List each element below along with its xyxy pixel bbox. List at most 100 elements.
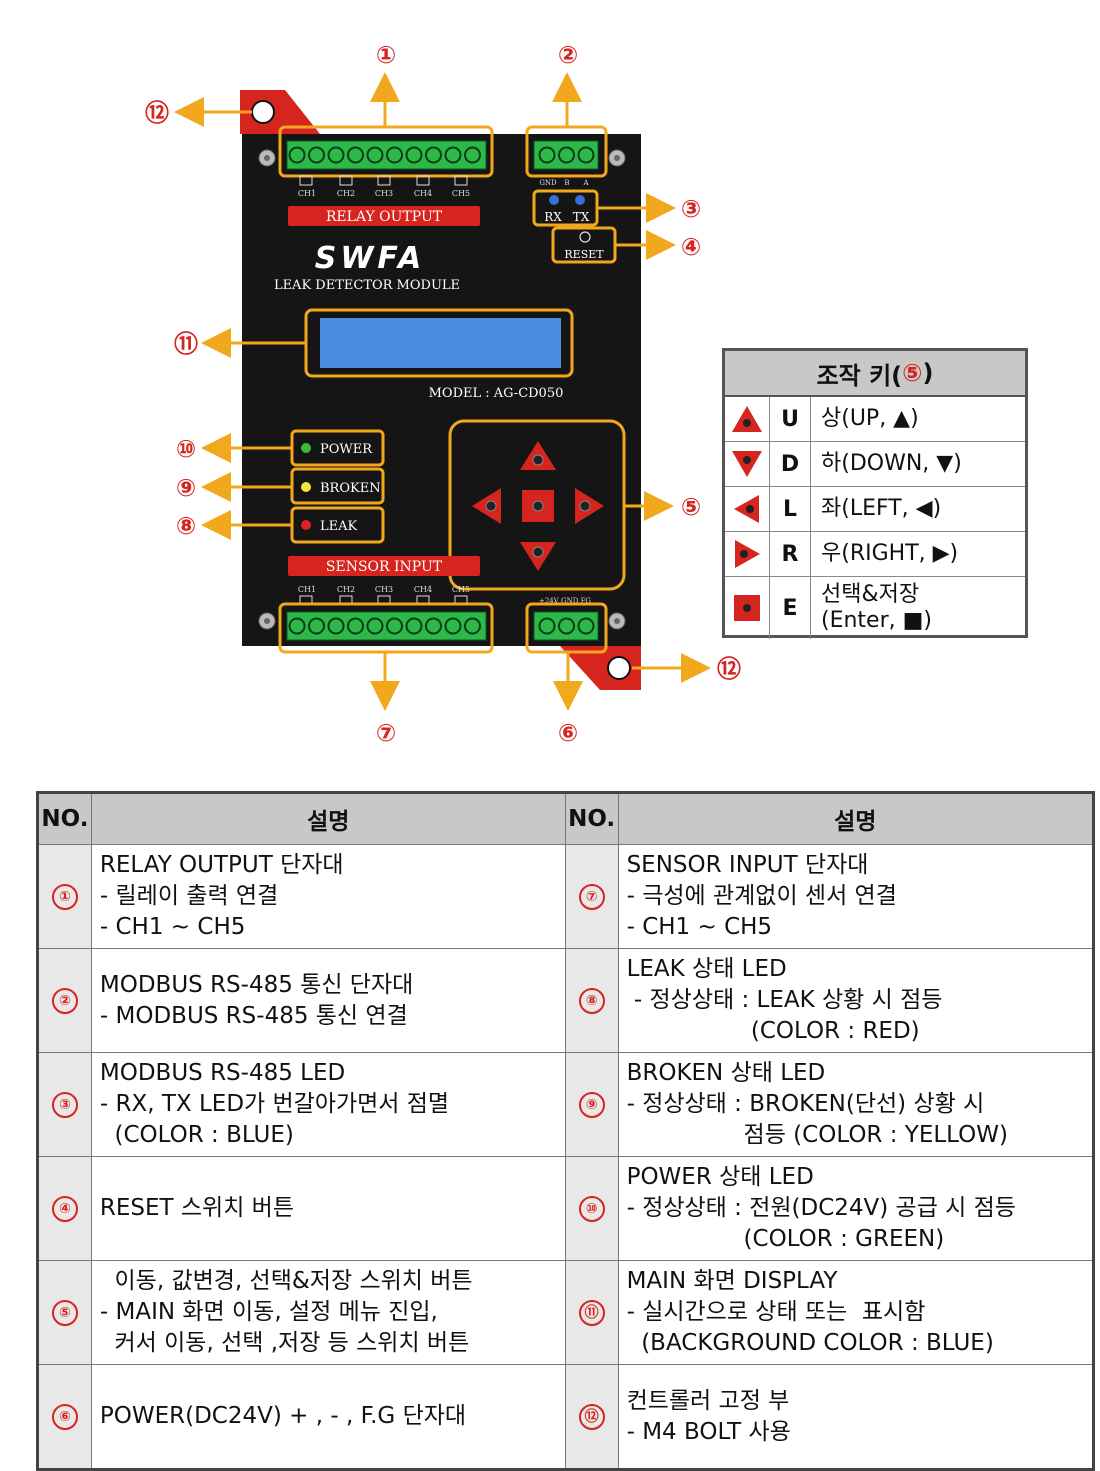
terminal-screw xyxy=(405,146,423,164)
tx-label: TX xyxy=(573,210,590,224)
callout-numbers: ① ② ③ ④ ⑤ ⑥ ⑦ ⑧ ⑨ ⑩ ⑪ ⑫ ⑫ xyxy=(145,41,741,747)
relay-ch-label: CH5 xyxy=(452,189,470,198)
control-keys-table: 조작 키(⑤) U 상(UP, ▲) D 하(DOWN, ▼) L 좌(LEFT… xyxy=(722,348,1028,639)
terminal-screw xyxy=(444,146,462,164)
screw-icon xyxy=(258,612,276,630)
table-header-row: NO. 설명 NO. 설명 xyxy=(37,792,1095,845)
relay-terminal-screws xyxy=(288,146,481,164)
sensor-ch-label: CH2 xyxy=(337,585,355,594)
row-number: ④ xyxy=(51,1195,78,1222)
brand-logo: SWFA xyxy=(315,241,426,276)
svg-text:A: A xyxy=(582,179,589,187)
callout-1: ① xyxy=(376,41,396,69)
leak-led xyxy=(301,520,311,530)
table-row: ⑥ POWER(DC24V) + , - , F.G 단자대 ⑫ 컨트롤러 고정… xyxy=(37,1364,1095,1470)
table-row: ④ RESET 스위치 버튼 ⑩ POWER 상태 LED - 정상상태 : 전… xyxy=(37,1156,1095,1261)
terminal-screw xyxy=(577,146,595,164)
terminal-screw xyxy=(538,146,556,164)
row-desc: POWER 상태 LED - 정상상태 : 전원(DC24V) 공급 시 점등 … xyxy=(617,1156,1095,1261)
sensor-ch-label: CH1 xyxy=(298,585,316,594)
mount-hole-top-left xyxy=(251,100,275,124)
callout-arrows xyxy=(174,72,711,711)
relay-output-label: RELAY OUTPUT xyxy=(326,209,443,225)
control-keys-title: 조작 키(⑤) xyxy=(725,351,1025,397)
relay-ch-label: CH2 xyxy=(337,189,355,198)
row-number: ③ xyxy=(51,1091,78,1118)
row-number: ⑤ xyxy=(51,1299,78,1326)
table-row: ② MODBUS RS-485 통신 단자대 - MODBUS RS-485 통… xyxy=(37,948,1095,1053)
comm-pin-labels: GND B A xyxy=(539,179,589,187)
callout-4: ④ xyxy=(681,233,701,261)
row-desc: 컨트롤러 고정 부 - M4 BOLT 사용 xyxy=(617,1364,1095,1470)
terminal-screw xyxy=(464,617,481,635)
sensor-input-label-bg xyxy=(288,556,480,576)
callout-12-bottom: ⑫ xyxy=(717,655,741,683)
relay-output-label-bg xyxy=(288,206,480,226)
callout-7: ⑦ xyxy=(376,719,396,747)
broken-led xyxy=(301,482,311,492)
callout-3: ③ xyxy=(681,195,701,223)
key-row-right: R 우(RIGHT, ▶) xyxy=(725,532,1025,577)
svg-text:GND: GND xyxy=(539,179,557,187)
terminal-screw xyxy=(366,146,384,164)
key-enter[interactable] xyxy=(522,490,554,522)
row-number: ⑪ xyxy=(578,1299,605,1326)
lcd-display xyxy=(320,318,561,368)
row-number: ⑧ xyxy=(578,987,605,1014)
terminal-screw xyxy=(386,146,403,164)
key-left[interactable] xyxy=(472,488,501,524)
svg-text:B: B xyxy=(564,179,569,187)
callout-11: ⑪ xyxy=(174,330,198,358)
terminal-screw xyxy=(347,146,364,164)
row-number: ⑨ xyxy=(578,1091,605,1118)
reset-button[interactable] xyxy=(579,231,591,243)
relay-channel-labels: CH1 CH2 CH3 CH4 CH5 xyxy=(298,175,470,198)
broken-led-label: BROKEN xyxy=(320,481,381,496)
key-row-up: U 상(UP, ▲) xyxy=(725,397,1025,442)
row-desc: SENSOR INPUT 단자대 - 극성에 관계없이 센서 연결 - CH1 … xyxy=(617,844,1095,949)
terminal-screw xyxy=(464,146,481,164)
row-desc: LEAK 상태 LED - 정상상태 : LEAK 상황 시 점등 (COLOR… xyxy=(617,948,1095,1053)
row-number: ⑥ xyxy=(51,1403,78,1430)
left-triangle-key-icon xyxy=(725,487,770,531)
sensor-terminal-screws xyxy=(288,617,481,635)
col-header-desc: 설명 xyxy=(617,792,1095,845)
terminal-screw xyxy=(425,617,442,635)
key-row-left: L 좌(LEFT, ◀) xyxy=(725,487,1025,532)
terminal-screw xyxy=(308,146,325,164)
key-row-enter: E 선택&저장 (Enter, ■) xyxy=(725,577,1025,639)
row-number: ① xyxy=(51,883,78,910)
callout-9: ⑨ xyxy=(176,474,196,502)
sensor-ch-label: CH3 xyxy=(375,585,393,594)
module-subtitle: LEAK DETECTOR MODULE xyxy=(274,278,460,293)
comm-terminal-screws xyxy=(538,146,595,164)
screw-icon xyxy=(608,612,626,630)
mount-hole-bottom-right xyxy=(607,656,631,680)
terminal-screw xyxy=(308,617,325,635)
square-enter-key-icon xyxy=(725,577,770,639)
key-right[interactable] xyxy=(575,488,604,524)
rx-label: RX xyxy=(544,210,562,224)
terminal-screw xyxy=(538,617,556,635)
terminal-screw xyxy=(327,146,345,164)
down-triangle-key-icon xyxy=(725,442,770,486)
row-desc: BROKEN 상태 LED - 정상상태 : BROKEN(단선) 상황 시 점… xyxy=(617,1052,1095,1157)
leak-led-label: LEAK xyxy=(320,519,358,534)
terminal-screw xyxy=(366,617,384,635)
row-number: ⑩ xyxy=(578,1195,605,1222)
table-row: ⑤ 이동, 값변경, 선택&저장 스위치 버튼 - MAIN 화면 이동, 설정… xyxy=(37,1260,1095,1365)
row-desc: MAIN 화면 DISPLAY - 실시간으로 상태 또는 표시함 (BACKG… xyxy=(617,1260,1095,1365)
row-desc: RESET 스위치 버튼 xyxy=(90,1156,566,1261)
relay-ch-label: CH4 xyxy=(414,189,432,198)
model-label: MODEL : AG-CD050 xyxy=(429,386,564,401)
table-row: ③ MODBUS RS-485 LED - RX, TX LED가 번갈아가면서… xyxy=(37,1052,1095,1157)
rx-led xyxy=(549,195,559,205)
key-up[interactable] xyxy=(520,441,556,470)
right-triangle-key-icon xyxy=(725,532,770,576)
terminal-screw xyxy=(347,617,364,635)
terminal-screw xyxy=(327,617,345,635)
sensor-input-label: SENSOR INPUT xyxy=(326,559,443,575)
callout-12-top: ⑫ xyxy=(145,99,169,127)
terminal-screw xyxy=(577,617,595,635)
key-down[interactable] xyxy=(520,542,556,571)
